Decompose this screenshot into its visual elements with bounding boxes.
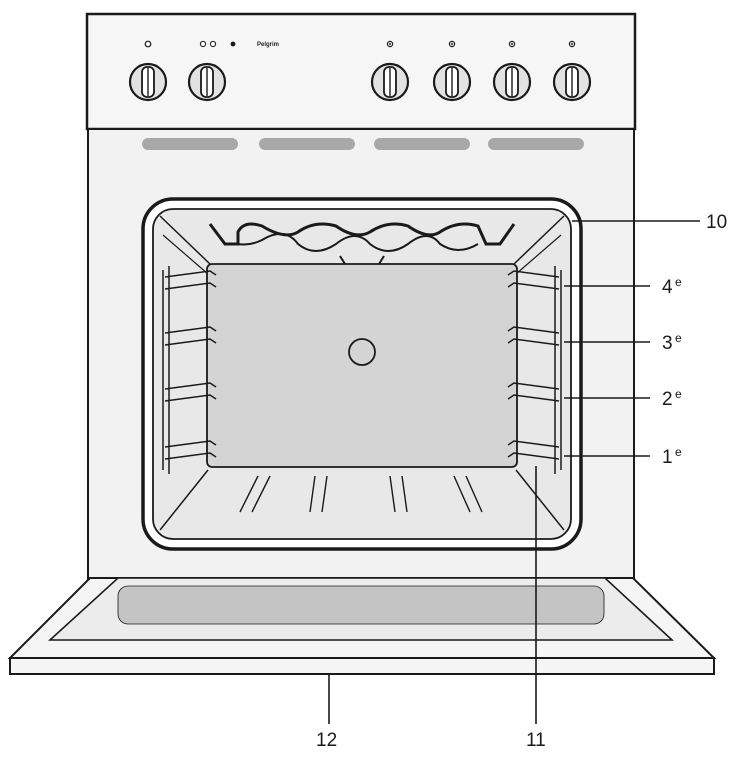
shelf-position-label: 2: [662, 389, 673, 410]
rack-rails-right: [554, 266, 562, 474]
rack-wire-right: [507, 394, 560, 402]
callout-lines: [328, 220, 700, 724]
shelf-position-suffix: e: [675, 331, 682, 345]
door-edge: [9, 657, 715, 675]
grill-element: [208, 222, 516, 246]
perspective-line: [162, 234, 209, 275]
perspective-line: [159, 215, 211, 265]
control-knob[interactable]: [370, 62, 410, 102]
control-knob[interactable]: [187, 62, 227, 102]
vent-slot: [374, 138, 470, 150]
perspective-line: [159, 469, 209, 531]
rack-wire-left: [164, 326, 217, 334]
door-window: [117, 585, 605, 625]
grill-element: [339, 255, 385, 265]
shelf-position-suffix: e: [675, 387, 682, 401]
rack-wire-left: [164, 382, 217, 390]
shelf-position-suffix: e: [675, 445, 682, 459]
control-knob[interactable]: [552, 62, 592, 102]
control-knob[interactable]: [128, 62, 168, 102]
zone-icon: [568, 40, 576, 48]
perspective-line: [515, 469, 565, 531]
perspective-line: [513, 215, 565, 265]
perspective-line: [515, 234, 562, 275]
vent-slot: [259, 138, 355, 150]
zone-icon: [508, 40, 516, 48]
control-panel: [85, 12, 637, 131]
shelf-position-suffix: e: [675, 275, 682, 289]
vent-slot: [488, 138, 584, 150]
knob-group: [128, 40, 592, 102]
rack-wire-right: [507, 270, 560, 278]
control-knob[interactable]: [492, 62, 532, 102]
floor-ribs: [239, 475, 483, 513]
rack-wire-left: [164, 338, 217, 346]
fan-cover: [348, 338, 376, 366]
zone-icon: [386, 40, 394, 48]
control-knob[interactable]: [432, 62, 472, 102]
vent-slot: [142, 138, 238, 150]
rack-wire-right: [507, 338, 560, 346]
rack-wire-left: [164, 440, 217, 448]
zone-icon: [448, 40, 456, 48]
rack-wire-left: [164, 270, 217, 278]
ring-icon: [144, 40, 152, 48]
label-door: 12: [316, 730, 337, 751]
rack-rails-left: [162, 266, 170, 474]
shelf-position-label: 4: [662, 277, 673, 298]
rack-wire-left: [164, 282, 217, 290]
grill-element: [237, 233, 479, 252]
label-rack-guide: 11: [526, 730, 546, 751]
rack-wires: [164, 270, 560, 460]
shelf-position-label: 3: [662, 333, 673, 354]
rack-wire-right: [507, 326, 560, 334]
rack-wire-right: [507, 382, 560, 390]
rack-wire-left: [164, 452, 217, 460]
rack-wire-right: [507, 440, 560, 448]
dots-icon: [199, 40, 236, 48]
label-grill-element: 10: [706, 212, 727, 233]
rack-wire-left: [164, 394, 217, 402]
rack-wire-right: [507, 282, 560, 290]
rack-wire-right: [507, 452, 560, 460]
shelf-position-label: 1: [662, 447, 673, 468]
brand-logo: Pelgrim: [257, 42, 279, 48]
